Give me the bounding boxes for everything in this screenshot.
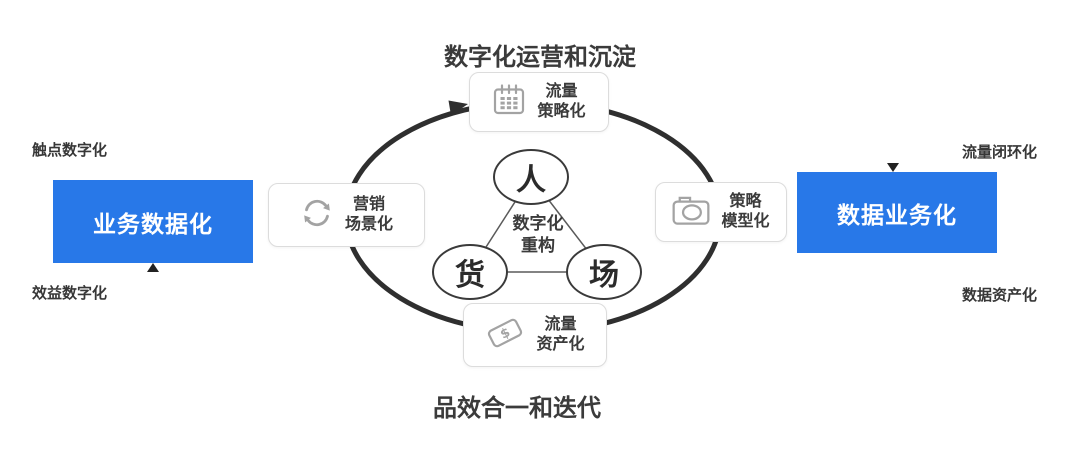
node-strategy-model: 策略 模型化 (655, 182, 787, 242)
cycle-arrowhead-icon (448, 100, 468, 116)
blue-box-data-to-business: 数据业务化 (797, 172, 997, 253)
camera-icon (672, 195, 710, 230)
blue-box-business-to-data: 业务数据化 (53, 180, 253, 263)
label-bottom-right: 数据资产化 (961, 287, 1037, 304)
node-label: 流量 策略化 (537, 83, 586, 120)
label-bottom-left: 效益数字化 (32, 285, 108, 302)
oval-person: 人 (493, 149, 569, 205)
node-label: 营销 场景化 (344, 196, 393, 233)
up-triangle-icon (147, 263, 159, 272)
calendar-icon (492, 83, 526, 121)
banknote-icon: $ (485, 314, 525, 357)
bottom-title: 品效合一和迭代 (433, 395, 601, 422)
label-top-right: 流量闭环化 (961, 144, 1037, 161)
node-marketing-scene: 营销 场景化 (268, 183, 425, 247)
oval-goods: 货 (432, 244, 508, 300)
node-label: 策略 模型化 (721, 193, 770, 230)
top-title: 数字化运营和沉淀 (444, 44, 636, 71)
down-triangle-icon (887, 163, 899, 172)
label-top-left: 触点数字化 (32, 142, 108, 159)
node-label: 流量 资产化 (536, 316, 585, 353)
oval-place: 场 (566, 244, 642, 300)
node-traffic-asset: $ 流量 资产化 (463, 303, 607, 367)
center-label: 数字化 重构 (512, 214, 564, 256)
node-traffic-strategy: 流量 策略化 (469, 72, 609, 132)
refresh-icon (300, 196, 334, 235)
